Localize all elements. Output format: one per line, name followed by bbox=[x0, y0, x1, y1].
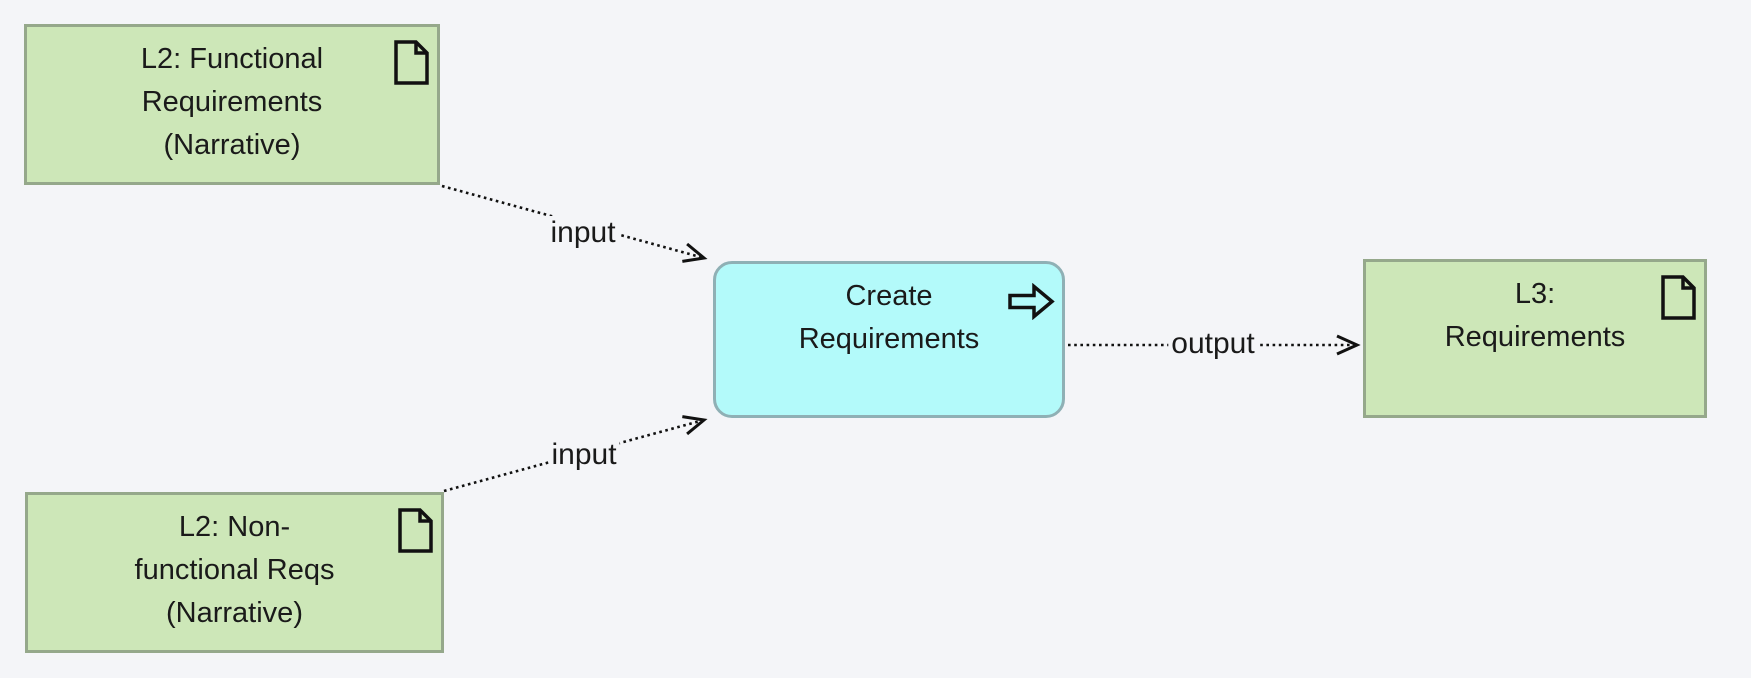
node-label-line: (Narrative) bbox=[166, 597, 303, 629]
edge-input-2[interactable] bbox=[443, 415, 708, 493]
node-label-line: L2: Non- bbox=[178, 511, 291, 543]
edge-input-1[interactable] bbox=[441, 184, 708, 263]
node-label-line: Requirements bbox=[1444, 321, 1626, 353]
node-label-line: functional Reqs bbox=[134, 554, 335, 586]
node-label-line: (Narrative) bbox=[163, 129, 301, 161]
process-arrow-icon bbox=[1008, 283, 1055, 320]
node-label: L3: Requirements bbox=[1366, 262, 1704, 359]
node-l3-requirements[interactable]: L3: Requirements bbox=[1363, 259, 1707, 418]
node-label-line: L2: Functional bbox=[140, 43, 324, 75]
edge-label-output[interactable]: output bbox=[1168, 327, 1258, 361]
edge-label-input[interactable]: input bbox=[548, 438, 620, 472]
node-l2-nonfunctional-reqs[interactable]: L2: Non-functional Reqs (Narrative) bbox=[25, 492, 444, 653]
edge-label-input[interactable]: input bbox=[547, 216, 619, 250]
document-icon bbox=[398, 508, 433, 553]
document-icon bbox=[1661, 275, 1696, 320]
node-label-line: Requirements bbox=[141, 86, 323, 118]
node-label-line: Create bbox=[845, 280, 933, 312]
node-label-line: Requirements bbox=[798, 323, 980, 355]
node-label: L2: Non-functional Reqs (Narrative) bbox=[28, 495, 441, 635]
node-label-line: L3: bbox=[1514, 278, 1556, 310]
document-icon bbox=[394, 40, 429, 85]
